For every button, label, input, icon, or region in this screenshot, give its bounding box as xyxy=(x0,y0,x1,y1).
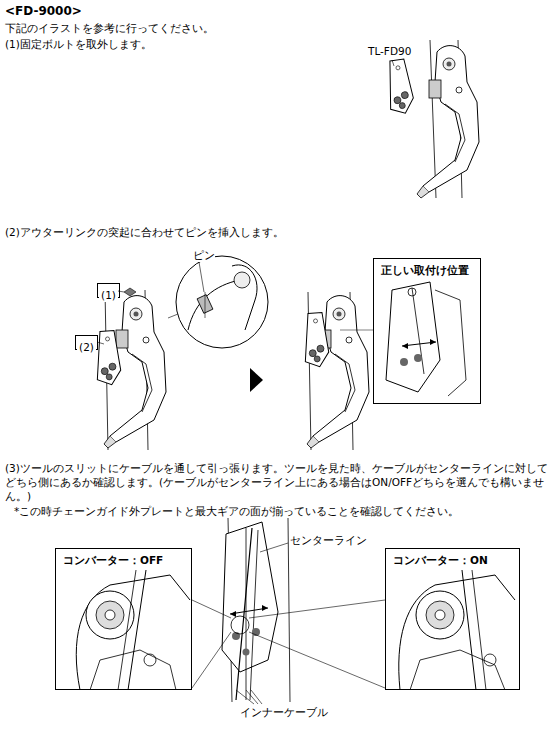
inset-heading: コンバーター：ON xyxy=(390,553,491,568)
leader-line xyxy=(249,600,385,618)
inner-cable xyxy=(246,528,247,700)
inset-drawing xyxy=(386,282,466,396)
page-title: <FD-9000> xyxy=(5,4,82,18)
leader-line xyxy=(251,690,262,704)
inner-cable xyxy=(250,530,258,700)
inset-drawing xyxy=(399,570,515,690)
bolt xyxy=(124,288,136,296)
callout-text: (1) xyxy=(99,289,118,302)
step-text: (2)アウターリンクの突起に合わせてピンを挿入します。 xyxy=(5,225,284,239)
leader-line xyxy=(249,632,385,688)
inset-heading: 正しい取付け位置 xyxy=(378,263,472,278)
derailleur-drawing xyxy=(417,40,479,198)
step-arrow xyxy=(250,368,263,392)
note-text: *この時チェーンガイド外プレートと最大ギアの面が揃っていることを確認してください… xyxy=(14,504,459,518)
leader-line xyxy=(199,262,204,292)
leader-line xyxy=(192,600,231,618)
detail-magnifier xyxy=(168,256,268,348)
inset-heading: コンバーター：OFF xyxy=(60,553,166,568)
leader-line xyxy=(192,632,231,688)
callout-text: (2) xyxy=(77,341,96,354)
tool-name: TL-FD90 xyxy=(368,44,411,58)
inset-box: 正しい取付け位置 xyxy=(373,258,481,404)
part-name: インナーケーブル xyxy=(240,705,328,719)
part-name: センターライン xyxy=(290,533,367,547)
tool-drawing xyxy=(222,518,290,702)
tool-drawing xyxy=(384,58,415,115)
inset-box: コンバーター：ON xyxy=(385,548,520,690)
inset-box: コンバーター：OFF xyxy=(55,548,192,690)
callout-number: (2) xyxy=(75,335,98,350)
leader-line xyxy=(236,690,254,704)
step-text: (1)固定ボルトを取外します。 xyxy=(5,37,152,51)
inset-drawing xyxy=(76,570,190,690)
step-text: (3)ツールのスリットにケーブルを通して引っ張ります。ツールを見た時、ケーブルが… xyxy=(5,461,553,503)
leader-line xyxy=(118,291,124,292)
derailleur-drawing xyxy=(94,288,166,450)
leader-line xyxy=(97,342,104,344)
callout-number: (1) xyxy=(97,283,120,298)
center-line xyxy=(236,528,252,700)
part-name: ピン xyxy=(193,248,215,262)
instruction-text: 下記のイラストを参考に行ってください。 xyxy=(5,21,214,35)
leader-line xyxy=(260,543,288,552)
derailleur-drawing xyxy=(302,292,374,450)
